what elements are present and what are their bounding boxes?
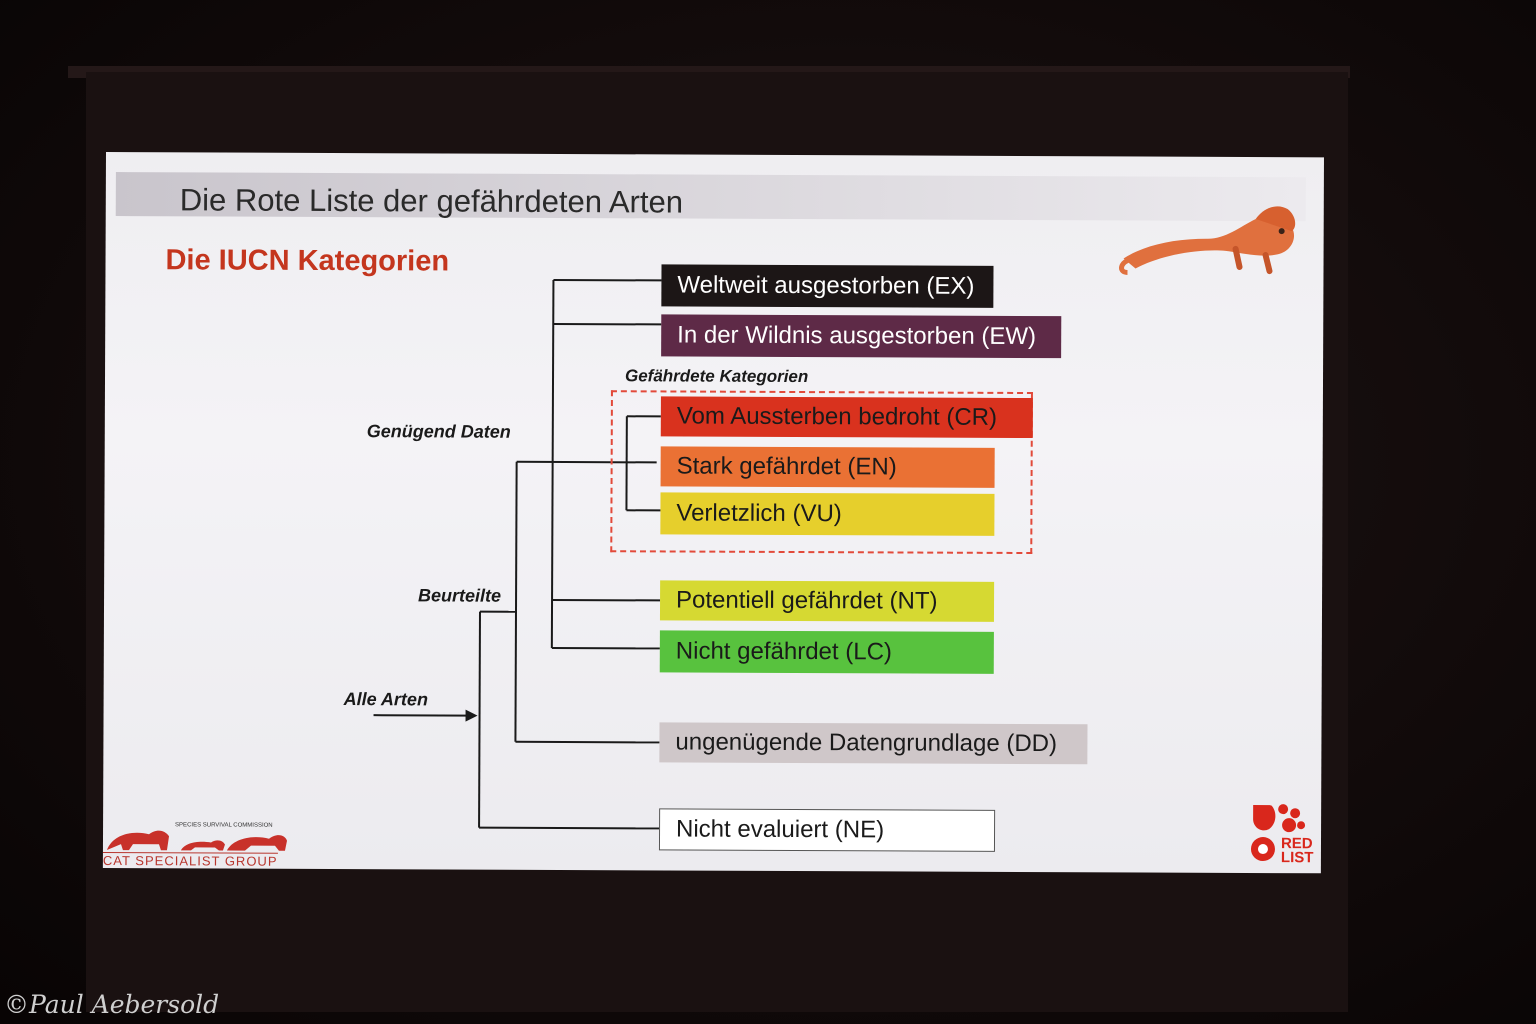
category-label-ex: Weltweit ausgestorben (EX)	[677, 271, 975, 300]
category-box-en: Stark gefährdet (EN)	[660, 446, 995, 488]
photographer-watermark: ©Paul Aebersold	[4, 990, 220, 1019]
category-box-cr: Vom Aussterben bedroht (CR)	[660, 396, 1033, 439]
category-box-nt: Potentiell gefährdet (NT)	[659, 580, 995, 622]
category-box-ex: Weltweit ausgestorben (EX)	[661, 264, 994, 308]
category-label-vu: Verletzlich (VU)	[676, 499, 842, 528]
category-label-cr: Vom Aussterben bedroht (CR)	[676, 402, 998, 431]
category-label-ne: Nicht evaluiert (NE)	[675, 815, 885, 844]
red-list-paw-icon	[1250, 804, 1306, 862]
cat-illustration-icon	[1119, 206, 1296, 275]
category-box-ew: In der Wildnis ausgestorben (EW)	[661, 314, 1062, 359]
category-label-en: Stark gefährdet (EN)	[676, 452, 897, 481]
category-label-lc: Nicht gefährdet (LC)	[675, 637, 892, 666]
category-box-ne: Nicht evaluiert (NE)	[658, 808, 996, 852]
iucn-red-list-logo: RED LIST	[1249, 801, 1321, 872]
category-box-lc: Nicht gefährdet (LC)	[659, 630, 994, 674]
category-label-ew: In der Wildnis ausgestorben (EW)	[677, 321, 1037, 351]
enough-data-label: Genügend Daten	[366, 421, 511, 442]
red-list-line2: LIST	[1280, 849, 1314, 867]
assessed-label: Beurteilte	[418, 585, 502, 606]
ssc-small-text: SPECIES SURVIVAL COMMISSION	[175, 822, 273, 829]
category-label-nt: Potentiell gefährdet (NT)	[675, 586, 938, 615]
category-box-vu: Verletzlich (VU)	[660, 492, 995, 536]
ssc-name: CAT SPECIALIST GROUP	[102, 851, 278, 869]
category-box-dd: ungenügende Datengrundlage (DD)	[659, 722, 1088, 765]
cat-specialist-group-logo: SPECIES SURVIVAL COMMISSION CAT SPECIALI…	[102, 820, 293, 872]
lion-silhouettes-icon	[106, 830, 287, 851]
category-tree-lines	[373, 278, 662, 830]
red-list-text: RED LIST	[1280, 835, 1314, 867]
category-label-dd: ungenügende Datengrundlage (DD)	[675, 728, 1058, 758]
threatened-group-label: Gefährdete Kategorien	[624, 366, 809, 387]
all-species-label: Alle Arten	[343, 689, 429, 710]
presentation-slide: Die Rote Liste der gefährdeten Arten Die…	[102, 152, 1324, 874]
